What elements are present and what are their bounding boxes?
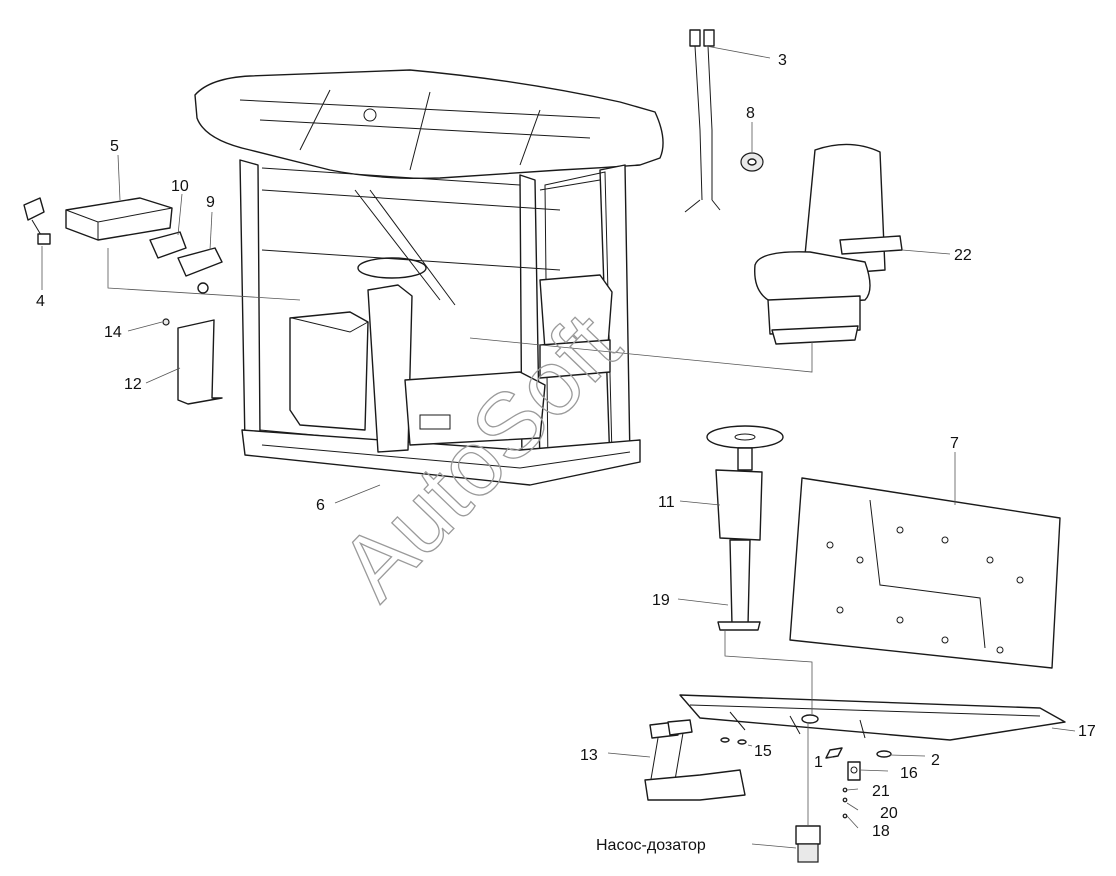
fasteners — [720, 737, 861, 819]
leader-lines — [41, 45, 1076, 849]
callout-8: 8 — [746, 105, 755, 122]
callout-9: 9 — [206, 194, 215, 211]
callout-3: 3 — [778, 52, 787, 69]
callout-18: 18 — [872, 823, 890, 840]
callout-19: 19 — [652, 592, 670, 609]
metering-pump — [795, 825, 821, 863]
callout-12: 12 — [124, 376, 142, 393]
callout-17: 17 — [1078, 723, 1096, 740]
callout-6: 6 — [316, 497, 325, 514]
callout-15: 15 — [754, 743, 772, 760]
callout-5: 5 — [110, 138, 119, 155]
brake-pedal-assembly — [644, 719, 746, 801]
cab-assembly — [194, 69, 664, 486]
callout-11: 11 — [658, 494, 675, 511]
grommet — [740, 152, 764, 172]
callout-21: 21 — [872, 783, 890, 800]
callout-metering-pump: Насос-дозатор — [596, 837, 706, 854]
callout-4: 4 — [36, 293, 45, 310]
callout-22: 22 — [954, 247, 972, 264]
callout-1: 1 — [814, 754, 823, 771]
rear-panel — [789, 477, 1061, 669]
callout-labels: 1 2 3 4 5 6 7 8 9 10 11 12 13 14 15 16 1… — [36, 52, 1096, 854]
steering-column — [706, 425, 784, 631]
callout-20: 20 — [880, 805, 898, 822]
callout-16: 16 — [900, 765, 918, 782]
wiring-harness — [684, 29, 721, 213]
callout-14: 14 — [104, 324, 122, 341]
floor-plate — [679, 694, 1066, 759]
operator-seat — [754, 143, 903, 345]
callout-10: 10 — [171, 178, 189, 195]
callout-13: 13 — [580, 747, 598, 764]
left-components — [23, 197, 223, 405]
callout-2: 2 — [931, 752, 940, 769]
callout-7: 7 — [950, 435, 959, 452]
